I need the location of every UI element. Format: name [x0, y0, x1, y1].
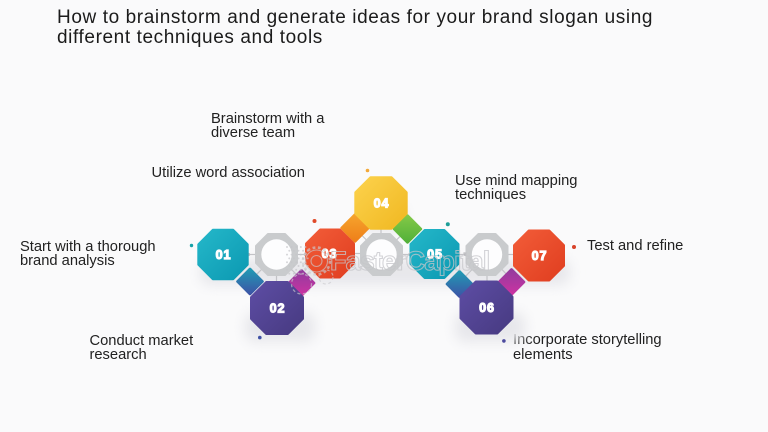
- svg-text:05: 05: [427, 248, 443, 262]
- svg-text:07: 07: [532, 249, 548, 263]
- svg-text:06: 06: [479, 301, 495, 315]
- svg-text:FasterCapital: FasterCapital: [330, 246, 489, 276]
- svg-text:04: 04: [374, 197, 390, 211]
- svg-text:01: 01: [216, 248, 232, 262]
- svg-text:02: 02: [270, 302, 286, 316]
